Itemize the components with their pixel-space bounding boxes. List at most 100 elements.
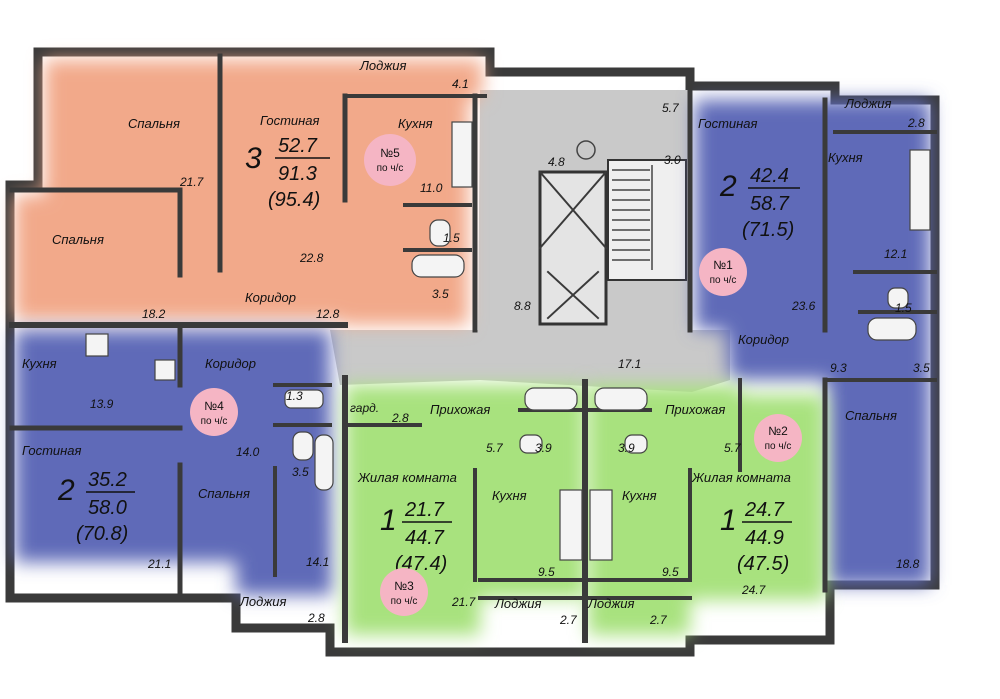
loggia-label-a3: Лоджия — [494, 596, 542, 611]
bedroom-label-a1: Спальня — [845, 408, 897, 423]
loggia-label-a4: Лоджия — [239, 594, 287, 609]
area-a2-room: 24.7 — [741, 583, 767, 597]
living-space-label-a3: Жилая комната — [357, 470, 457, 485]
area-a4-bath: 3.5 — [292, 465, 309, 479]
bedroom-label-a5-1: Спальня — [128, 116, 180, 131]
area-a1-wc: 1.5 — [895, 301, 912, 315]
kitchen-label-a4: Кухня — [22, 356, 57, 371]
corridor-label-a4: Коридор — [205, 356, 256, 371]
kitchen-label-a1: Кухня — [828, 150, 863, 165]
rooms-count-a5: 3 — [245, 142, 262, 175]
balcony-area-a2: (47.5) — [737, 553, 789, 575]
hallway-label-a2: Прихожая — [665, 402, 725, 417]
apartment-5-badge — [364, 134, 416, 186]
kitchen-units — [85, 121, 931, 561]
apartment-2-note: по ч/с — [765, 441, 792, 452]
bedroom-label-a4: Спальня — [198, 486, 250, 501]
living-area-a4: 35.2 — [88, 469, 127, 491]
area-core-elev: 8.8 — [514, 299, 531, 313]
area-a3-wardrobe: 2.8 — [391, 411, 409, 425]
balcony-area-a5: (95.4) — [268, 189, 320, 211]
apartment-1-badge — [699, 248, 747, 296]
apartment-4-badge — [190, 388, 238, 436]
rooms-count-a3: 1 — [380, 504, 397, 537]
apartment-1-number: №1 — [713, 258, 733, 272]
kitchen-label-a3: Кухня — [492, 488, 527, 503]
apartment-3-note: по ч/с — [391, 596, 418, 607]
area-a3-loggia: 2.7 — [559, 613, 578, 627]
corridor-label-a1: Коридор — [738, 332, 789, 347]
apartment-5-zone — [15, 60, 482, 325]
area-a4-wc: 1.3 — [286, 389, 303, 403]
area-a5-corridor: 12.8 — [316, 307, 340, 321]
apartment-5-number: №5 — [380, 146, 400, 160]
area-a5-loggia: 4.1 — [452, 77, 469, 91]
apartment-4-note: по ч/с — [201, 416, 228, 427]
apartment-3-badge — [380, 568, 428, 616]
area-a2-kitchen: 9.5 — [662, 565, 679, 579]
area-a1-corridor: 9.3 — [830, 361, 847, 375]
area-a4-bedroom: 14.1 — [306, 555, 329, 569]
total-area-a4: 58.0 — [88, 497, 127, 519]
area-a5-living: 22.8 — [299, 251, 324, 265]
staircase — [612, 165, 653, 270]
area-core-hall: 4.8 — [548, 155, 565, 169]
living-area-a1: 42.4 — [750, 165, 789, 187]
rooms-count-a1: 2 — [719, 170, 737, 203]
area-core-landing: 3.0 — [664, 153, 681, 167]
loggia-label-a1: Лоджия — [844, 96, 892, 111]
living-label-a4: Гостиная — [22, 443, 82, 458]
area-a1-bedroom: 18.8 — [896, 557, 920, 571]
area-a3-kitchen: 9.5 — [538, 565, 555, 579]
living-space-label-a2: Жилая комната — [691, 470, 791, 485]
area-a5-kitchen: 11.0 — [420, 181, 443, 195]
total-area-a3: 44.7 — [405, 527, 445, 549]
rooms-count-a2: 1 — [720, 504, 737, 537]
sanitary-fixtures — [284, 140, 917, 491]
area-a3-bath: 3.9 — [535, 441, 552, 455]
area-a5-bed2: 18.2 — [142, 307, 166, 321]
total-area-a2: 44.9 — [745, 527, 784, 549]
balcony-area-a1: (71.5) — [742, 219, 794, 241]
corridor-label-a5: Коридор — [245, 290, 296, 305]
living-label-a1: Гостиная — [698, 116, 758, 131]
area-a4-loggia: 2.8 — [307, 611, 325, 625]
area-core-lobby: 5.7 — [662, 101, 680, 115]
area-a3-hall: 5.7 — [486, 441, 504, 455]
wardrobe-label-a3: гард. — [350, 401, 379, 415]
apartment-2-number: №2 — [768, 424, 788, 438]
area-a1-living: 23.6 — [791, 299, 816, 313]
total-area-a5: 91.3 — [278, 163, 317, 185]
area-a2-hall: 5.7 — [724, 441, 742, 455]
area-a1-kitchen: 12.1 — [884, 247, 907, 261]
apartment-1-zone — [695, 100, 930, 585]
area-a4-corridor: 14.0 — [236, 445, 260, 459]
area-a4-living: 21.1 — [147, 557, 171, 571]
apartment-4-number: №4 — [204, 399, 224, 413]
loggia-label-a2: Лоджия — [587, 596, 635, 611]
area-a1-loggia: 2.8 — [907, 116, 925, 130]
rooms-count-a4: 2 — [57, 474, 75, 507]
living-area-a3: 21.7 — [404, 499, 445, 521]
area-a1-bath: 3.5 — [913, 361, 930, 375]
area-a3-room: 21.7 — [451, 595, 477, 609]
apartment-4-zone — [15, 330, 332, 595]
area-a2-loggia: 2.7 — [649, 613, 668, 627]
balcony-area-a4: (70.8) — [76, 523, 128, 545]
apartment-3-number: №3 — [394, 579, 414, 593]
bedroom-label-a5-2: Спальня — [52, 232, 104, 247]
area-a5-bath: 3.5 — [432, 287, 449, 301]
apartment-1-note: по ч/с — [710, 275, 737, 286]
loggia-label-a5: Лоджия — [359, 58, 407, 73]
kitchen-label-a5: Кухня — [398, 116, 433, 131]
hallway-label-a3: Прихожая — [430, 402, 490, 417]
area-a2-bath: 3.9 — [618, 441, 635, 455]
living-area-a2: 24.7 — [744, 499, 785, 521]
total-area-a1: 58.7 — [750, 193, 790, 215]
area-core-corridor: 17.1 — [618, 357, 641, 371]
living-label-a5: Гостиная — [260, 113, 320, 128]
area-a5-wc: 1.5 — [443, 231, 460, 245]
kitchen-label-a2: Кухня — [622, 488, 657, 503]
apartment-2-badge — [754, 414, 802, 462]
